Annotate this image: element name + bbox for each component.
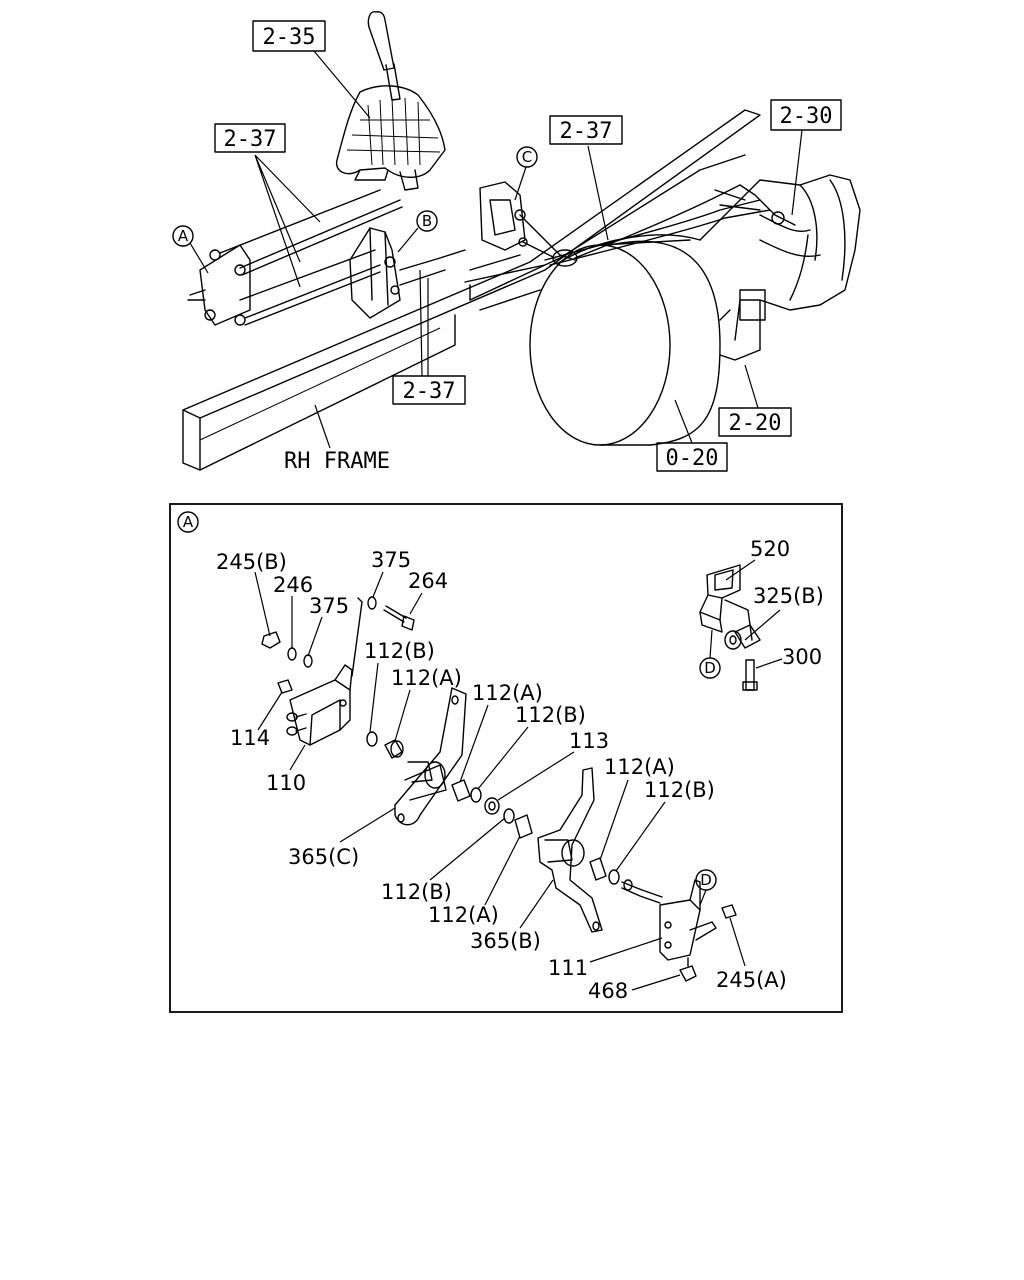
- part-label-110: 110: [266, 744, 306, 795]
- part-label-113: 113: [497, 729, 609, 801]
- svg-text:246: 246: [273, 573, 313, 597]
- svg-text:112(A): 112(A): [391, 666, 462, 690]
- ref-box-2-37-left: 2-37: [214, 123, 321, 288]
- ref-box-0-20: 0-20: [656, 399, 728, 472]
- part-label-375-upper: 375: [371, 548, 411, 598]
- circle-marker-c: C: [514, 146, 538, 201]
- svg-text:112(A): 112(A): [472, 681, 543, 705]
- ref-box-2-37-middle: 2-37: [549, 115, 623, 241]
- ref-label: 2-37: [560, 119, 613, 144]
- svg-text:112(A): 112(A): [428, 903, 499, 927]
- svg-text:520: 520: [750, 537, 790, 561]
- part-label-112a-3: 112(A): [428, 835, 521, 927]
- part-label-468: 468: [588, 974, 681, 1003]
- part-label-112b-4: 112(B): [615, 778, 715, 872]
- ref-label: 2-35: [263, 25, 316, 50]
- svg-text:A: A: [183, 513, 194, 531]
- ref-box-2-30: 2-30: [770, 99, 842, 216]
- part-label-112b-2: 112(B): [477, 703, 586, 790]
- part-label-246: 246: [273, 573, 313, 648]
- linkage-a-area: [187, 189, 403, 326]
- ref-label: 2-37: [224, 127, 277, 152]
- fuel-tank: [529, 234, 721, 446]
- svg-text:375: 375: [309, 594, 349, 618]
- part-label-114: 114: [230, 691, 283, 750]
- svg-text:264: 264: [408, 569, 448, 593]
- d-marker-upper: D: [699, 629, 721, 679]
- transmission-housing: [699, 174, 861, 361]
- svg-text:113: 113: [569, 729, 609, 753]
- svg-text:468: 468: [588, 979, 628, 1003]
- part-label-520: 520: [725, 537, 790, 581]
- circle-marker-a: A: [172, 225, 209, 274]
- circle-marker-b: B: [397, 210, 438, 253]
- ref-box-2-20: 2-20: [718, 364, 792, 437]
- part-label-365b: 365(B): [470, 879, 554, 953]
- ref-label: 0-20: [666, 446, 719, 471]
- svg-text:245(A): 245(A): [716, 968, 787, 992]
- svg-text:375: 375: [371, 548, 411, 572]
- shift-lever-assembly: [335, 11, 446, 191]
- svg-text:114: 114: [230, 726, 270, 750]
- svg-text:A: A: [178, 227, 189, 245]
- svg-text:D: D: [700, 871, 712, 889]
- bracket-b: [349, 227, 466, 319]
- part-label-112a-1: 112(A): [391, 666, 462, 742]
- svg-text:325(B): 325(B): [753, 584, 824, 608]
- svg-text:112(B): 112(B): [381, 880, 452, 904]
- detail-a-parts: [261, 564, 761, 982]
- ref-box-2-35: 2-35: [252, 20, 371, 119]
- rh-frame-rail: [182, 109, 761, 471]
- svg-text:112(B): 112(B): [364, 639, 435, 663]
- part-label-112b-1: 112(B): [364, 639, 435, 733]
- part-label-245b: 245(B): [216, 550, 287, 637]
- part-label-300: 300: [755, 645, 822, 669]
- part-label-112b-3: 112(B): [381, 817, 506, 904]
- part-label-325b: 325(B): [744, 584, 824, 641]
- part-label-365c: 365(C): [288, 807, 396, 869]
- ref-label: 2-30: [780, 104, 833, 129]
- svg-text:245(B): 245(B): [216, 550, 287, 574]
- ref-label: 2-37: [403, 379, 456, 404]
- part-label-375-lower: 375: [307, 594, 349, 657]
- linkage-c-area: [464, 181, 796, 283]
- overview-illustration: [182, 11, 861, 471]
- svg-text:RH FRAME: RH FRAME: [284, 449, 390, 474]
- svg-text:D: D: [704, 659, 716, 677]
- part-label-112a-2: 112(A): [459, 681, 543, 783]
- ref-label: 2-20: [729, 411, 782, 436]
- ref-box-2-37-bottom: 2-37: [392, 269, 466, 405]
- part-label-264: 264: [408, 569, 448, 615]
- svg-text:300: 300: [782, 645, 822, 669]
- svg-text:112(B): 112(B): [515, 703, 586, 727]
- rh-frame-label: RH FRAME: [284, 404, 390, 474]
- part-label-111: 111: [548, 937, 663, 980]
- svg-text:C: C: [522, 148, 532, 166]
- svg-text:365(C): 365(C): [288, 845, 359, 869]
- svg-text:112(B): 112(B): [644, 778, 715, 802]
- part-label-112a-4: 112(A): [599, 755, 675, 861]
- part-label-245a: 245(A): [716, 917, 787, 992]
- svg-text:110: 110: [266, 771, 306, 795]
- svg-text:365(B): 365(B): [470, 929, 541, 953]
- d-marker-lower: D: [695, 869, 717, 906]
- detail-a-panel: A: [169, 503, 843, 1013]
- svg-text:111: 111: [548, 956, 588, 980]
- detail-a-marker: A: [177, 511, 199, 533]
- svg-text:B: B: [422, 212, 432, 230]
- svg-text:112(A): 112(A): [604, 755, 675, 779]
